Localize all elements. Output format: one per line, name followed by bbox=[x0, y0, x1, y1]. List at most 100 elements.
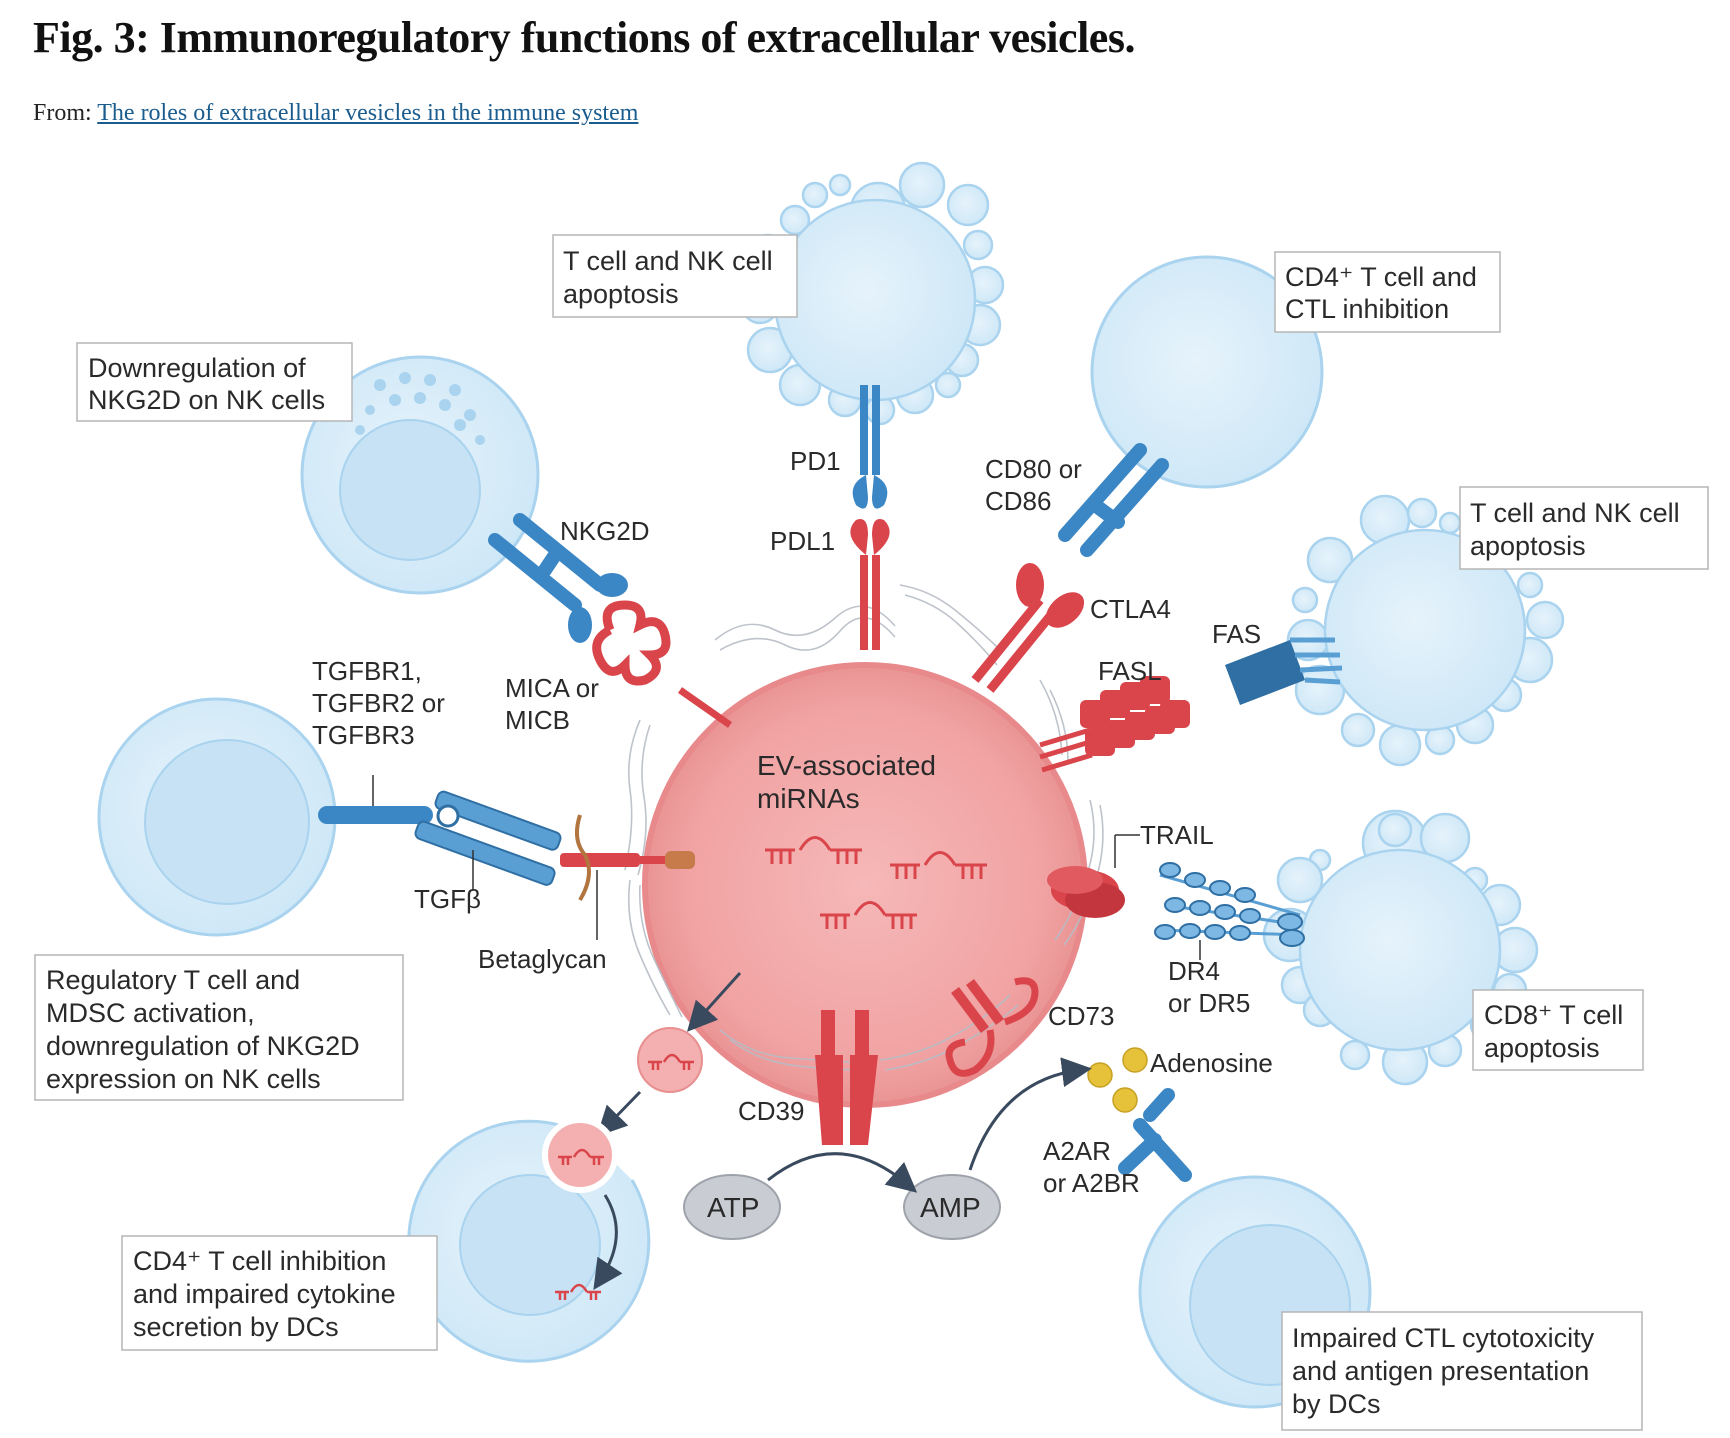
cell-cd4-dc bbox=[407, 1117, 651, 1363]
betaglycan-ligand bbox=[560, 814, 695, 940]
source-link[interactable]: The roles of extracellular vesicles in t… bbox=[97, 100, 639, 126]
pdl1-ligand bbox=[850, 519, 890, 650]
cd80-label-line2: CD86 bbox=[985, 486, 1051, 516]
fasl-label: FASL bbox=[1098, 656, 1162, 686]
ev-uptake-arrow bbox=[596, 1090, 642, 1137]
box-cd4-ctl bbox=[1274, 251, 1501, 333]
box-ctl-dc bbox=[1281, 1311, 1643, 1431]
betaglycan-label: Betaglycan bbox=[478, 944, 607, 974]
amp-to-adenosine-arrow bbox=[968, 1057, 1092, 1171]
nkg2d-label: NKG2D bbox=[560, 516, 650, 546]
a2ar-label-line1: A2AR bbox=[1043, 1136, 1111, 1166]
cd73-enzyme bbox=[945, 977, 1039, 1077]
cell-nk-downregulated bbox=[300, 355, 540, 595]
box-cd8-line2: apoptosis bbox=[1484, 1033, 1600, 1063]
fas-label: FAS bbox=[1212, 619, 1261, 649]
amp-molecule: AMP bbox=[903, 1174, 1001, 1240]
pd1-label: PD1 bbox=[790, 446, 841, 476]
box-nkg2d-down-line2: NKG2D on NK cells bbox=[88, 385, 325, 415]
box-cd4-dc-line2: and impaired cytokine bbox=[133, 1279, 396, 1309]
cell-treg bbox=[97, 697, 337, 937]
adenosine-label: Adenosine bbox=[1150, 1048, 1273, 1078]
box-ctl-dc-line1: Impaired CTL cytotoxicity bbox=[1292, 1323, 1595, 1353]
trail-label: TRAIL bbox=[1140, 820, 1214, 850]
box-treg-line3: downregulation of NKG2D bbox=[46, 1031, 360, 1061]
a2ar-label-line2: or A2BR bbox=[1043, 1168, 1140, 1198]
box-cd4-dc-line1: CD4⁺ T cell inhibition bbox=[133, 1246, 386, 1276]
mirna-vesicle-small bbox=[637, 1027, 703, 1093]
dr4-dr5-receptor bbox=[1154, 862, 1305, 960]
a2ar-receptor bbox=[1118, 1088, 1192, 1182]
box-nkg2d-down-line1: Downregulation of bbox=[88, 353, 306, 383]
nkg2d-head-2 bbox=[568, 607, 592, 643]
box-nkg2d-down bbox=[76, 342, 353, 422]
amp-label: AMP bbox=[920, 1192, 981, 1223]
tgfbr-label-line2: TGFBR2 or bbox=[312, 688, 445, 718]
dr-label-line1: DR4 bbox=[1168, 956, 1220, 986]
pd1-receptor bbox=[852, 385, 888, 509]
mirna-icon bbox=[765, 836, 987, 929]
source-prefix: From: bbox=[33, 100, 98, 126]
cell-cd8-apoptotic bbox=[1262, 809, 1539, 1086]
box-treg-line4: expression on NK cells bbox=[46, 1064, 321, 1094]
cd80-cd86-receptor bbox=[1058, 443, 1169, 557]
cell-right-apoptotic bbox=[1286, 494, 1565, 767]
box-cd4-dc bbox=[121, 1235, 438, 1351]
tgfbr-label-line3: TGFBR3 bbox=[312, 720, 415, 750]
mica-micb-ligand bbox=[592, 600, 733, 728]
box-cd8 bbox=[1472, 989, 1644, 1071]
box-cd4-ctl-line2: CTL inhibition bbox=[1285, 294, 1449, 324]
cd39-enzyme bbox=[815, 1010, 878, 1145]
figure-source: From: The roles of extracellular vesicle… bbox=[33, 100, 638, 127]
box-cd4-dc-line3: secretion by DCs bbox=[133, 1312, 339, 1342]
box-tnk-right-line1: T cell and NK cell bbox=[1470, 498, 1680, 528]
cell-cd4-ctl bbox=[1090, 255, 1324, 489]
cd80-label-line1: CD80 or bbox=[985, 454, 1082, 484]
figure-title: Fig. 3: Immunoregulatory functions of ex… bbox=[33, 13, 1135, 62]
box-tnk-right bbox=[1459, 486, 1709, 570]
ctla4-label: CTLA4 bbox=[1090, 594, 1171, 624]
box-treg bbox=[34, 954, 404, 1101]
trail-ligand bbox=[1047, 834, 1140, 918]
pdl1-label: PDL1 bbox=[770, 526, 835, 556]
box-cd8-line1: CD8⁺ T cell bbox=[1484, 1000, 1623, 1030]
box-cd4-ctl-line1: CD4⁺ T cell and bbox=[1285, 262, 1477, 292]
tgfbr-receptor bbox=[318, 775, 562, 890]
box-tnk-right-line2: apoptosis bbox=[1470, 531, 1586, 561]
adenosine-molecules bbox=[1087, 1047, 1148, 1113]
nkg2d-head-1 bbox=[596, 573, 628, 597]
cd39-label: CD39 bbox=[738, 1096, 804, 1126]
mica-label-line1: MICA or bbox=[505, 673, 599, 703]
tgfbr-label-line1: TGFBR1, bbox=[312, 656, 422, 686]
mica-label-line2: MICB bbox=[505, 705, 570, 735]
atp-to-amp-arrow bbox=[767, 1152, 918, 1193]
box-tnk-top-line1: T cell and NK cell bbox=[563, 246, 773, 276]
cd73-label: CD73 bbox=[1048, 1001, 1114, 1031]
atp-label: ATP bbox=[707, 1192, 759, 1223]
box-ctl-dc-line3: by DCs bbox=[1292, 1389, 1381, 1419]
box-treg-line2: MDSC activation, bbox=[46, 998, 255, 1028]
box-treg-line1: Regulatory T cell and bbox=[46, 965, 300, 995]
fasl-ligand bbox=[1039, 676, 1190, 773]
box-tnk-top-line2: apoptosis bbox=[563, 279, 679, 309]
tgfb-label: TGFβ bbox=[414, 884, 481, 914]
box-ctl-dc-line2: and antigen presentation bbox=[1292, 1356, 1589, 1386]
atp-molecule: ATP bbox=[683, 1174, 781, 1240]
nkg2d-receptor bbox=[488, 513, 607, 612]
fas-receptor bbox=[1225, 637, 1343, 705]
dr-label-line2: or DR5 bbox=[1168, 988, 1250, 1018]
